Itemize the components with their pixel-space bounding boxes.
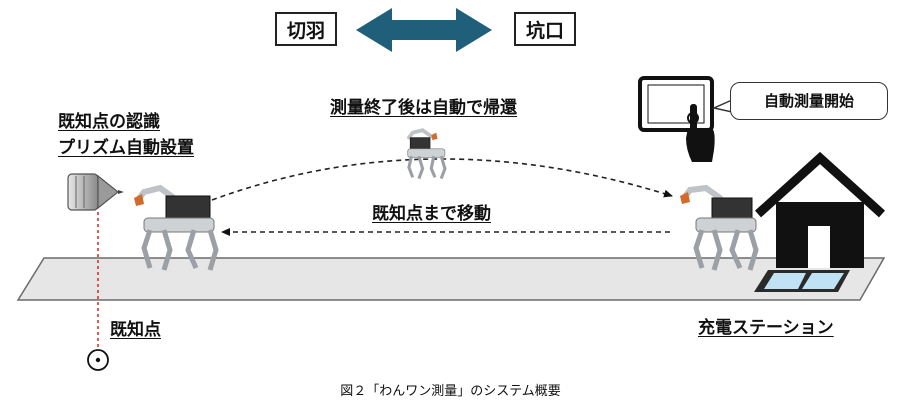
robot-dog-icon — [134, 184, 219, 271]
tablet-icon — [638, 76, 714, 132]
hand-pointer-icon — [686, 104, 715, 162]
charging-station-label: 充電ステーション — [698, 318, 834, 338]
double-arrow-icon — [356, 8, 492, 52]
figure-caption: 図２「わんワン測量」のシステム概要 — [340, 384, 561, 399]
total-station-icon — [67, 173, 124, 211]
robot-dog-icon — [680, 184, 759, 271]
auto-return-label: 測量終了後は自動で帰還 — [330, 98, 517, 118]
portal-label: 坑口 — [514, 12, 576, 46]
known-point-label: 既知点 — [110, 320, 161, 340]
robot-dog-icon — [407, 128, 447, 180]
known-point-recognition-line2: プリズム自動設置 — [58, 138, 194, 158]
tunnel-floor — [16, 257, 886, 301]
return-path-arc — [211, 158, 673, 201]
auto-survey-start-bubble: 自動測量開始 — [730, 82, 888, 120]
known-point-recognition-line1: 既知点の認識 — [58, 112, 160, 132]
face-label: 切羽 — [275, 12, 337, 46]
house-icon — [754, 151, 886, 292]
prism-target-icon — [87, 349, 109, 371]
move-to-known-point-label: 既知点まで移動 — [372, 204, 491, 224]
